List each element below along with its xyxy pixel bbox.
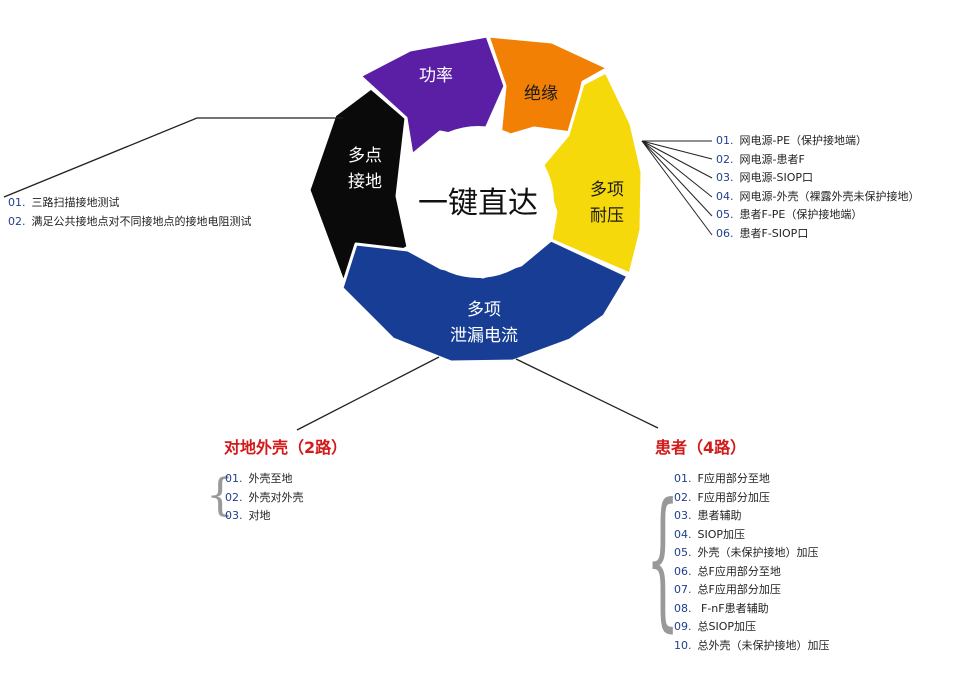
patient-item: 08. F-nF患者辅助 — [674, 600, 830, 619]
center-label: 一键直达 — [418, 186, 538, 221]
withstand-item-number: 02. — [716, 152, 734, 166]
patient-item-number: 06. — [674, 564, 692, 578]
enclosure-item-text: 外壳对外壳 — [248, 490, 304, 504]
connector-enclosure — [296, 356, 440, 431]
grounding-details-list: 01. 三路扫描接地测试 02. 满足公共接地点对不同接地点的接地电阻测试 — [8, 194, 252, 231]
segment-power-label: 功率 — [419, 66, 453, 86]
patient-item: 10. 总外壳（未保护接地）加压 — [674, 637, 830, 656]
patient-item-number: 05. — [674, 546, 692, 559]
enclosure-item: 01. 外壳至地 — [225, 470, 304, 489]
grounding-item-text: 三路扫描接地测试 — [31, 196, 120, 209]
withstand-item: 01. 网电源-PE（保护接地端） — [716, 132, 919, 151]
patient-item-number: 09. — [674, 620, 692, 633]
segment-leakage-label-2: 泄漏电流 — [450, 326, 518, 346]
patient-item-text: F应用部分至地 — [697, 472, 770, 485]
enclosure-item-text: 外壳至地 — [248, 472, 293, 485]
withstand-item-number: 06. — [716, 226, 734, 240]
withstand-item-number: 04. — [716, 189, 734, 203]
patient-item: 02. F应用部分加压 — [674, 489, 830, 508]
enclosure-item-text: 对地 — [248, 509, 271, 522]
segment-insulation-label: 绝缘 — [524, 84, 558, 104]
withstand-item-text: 网电源-PE（保护接地端） — [739, 134, 868, 147]
connector-grounding — [3, 117, 343, 198]
segment-leakage-label-1: 多项 — [467, 300, 501, 320]
withstand-details-list: 01. 网电源-PE（保护接地端） 02. 网电源-患者F 03. 网电源-SIOP口 04… — [716, 132, 919, 243]
patient-item-text: 外壳（未保护接地）加压 — [697, 546, 819, 559]
connector-patient — [515, 358, 659, 429]
withstand-item-text: 患者F-SIOP口 — [739, 226, 809, 240]
patient-item-number: 08. — [674, 601, 692, 615]
grounding-item-number: 01. — [8, 196, 26, 209]
patient-item-text: 患者辅助 — [697, 509, 742, 522]
segment-withstand-label-2: 耐压 — [590, 206, 624, 226]
patient-item-text: F-nF患者辅助 — [697, 601, 769, 615]
withstand-item: 02. 网电源-患者F — [716, 151, 919, 170]
patient-item-number: 03. — [674, 509, 692, 522]
patient-item-text: 总SIOP加压 — [697, 620, 757, 633]
grounding-item-text: 满足公共接地点对不同接地点的接地电阻测试 — [31, 214, 252, 228]
patient-heading: 患者（4路） — [655, 438, 747, 457]
grounding-item: 02. 满足公共接地点对不同接地点的接地电阻测试 — [8, 213, 252, 232]
withstand-item-number: 05. — [716, 208, 734, 221]
enclosure-item: 02. 外壳对外壳 — [225, 489, 304, 508]
patient-item: 01. F应用部分至地 — [674, 470, 830, 489]
patient-brace: { — [646, 472, 680, 646]
grounding-item-number: 02. — [8, 214, 26, 228]
patient-item-text: 总F应用部分至地 — [697, 564, 781, 578]
patient-item: 04. SIOP加压 — [674, 526, 830, 545]
patient-item: 07. 总F应用部分加压 — [674, 581, 830, 600]
enclosure-item: 03. 对地 — [225, 507, 304, 526]
segment-grounding-label-2: 接地 — [348, 172, 382, 192]
connector-fan-withstand — [641, 140, 713, 236]
center-circle — [402, 126, 554, 278]
patient-item: 06. 总F应用部分至地 — [674, 563, 830, 582]
enclosure-heading: 对地外壳（2路） — [224, 438, 348, 457]
patient-item: 05. 外壳（未保护接地）加压 — [674, 544, 830, 563]
enclosure-details-list: 01. 外壳至地 02. 外壳对外壳 03. 对地 — [225, 470, 304, 526]
patient-item-number: 02. — [674, 490, 692, 504]
patient-item: 03. 患者辅助 — [674, 507, 830, 526]
enclosure-item-number: 03. — [225, 509, 243, 522]
withstand-item-number: 01. — [716, 134, 734, 147]
withstand-item-text: 网电源-患者F — [739, 152, 805, 166]
grounding-item: 01. 三路扫描接地测试 — [8, 194, 252, 213]
patient-item-number: 01. — [674, 472, 692, 485]
patient-item: 09. 总SIOP加压 — [674, 618, 830, 637]
withstand-item-text: 网电源-SIOP口 — [739, 171, 814, 184]
enclosure-item-number: 01. — [225, 472, 243, 485]
withstand-item: 03. 网电源-SIOP口 — [716, 169, 919, 188]
segment-withstand-label-1: 多项 — [590, 180, 624, 200]
segment-grounding-label-1: 多点 — [348, 146, 382, 166]
enclosure-item-number: 02. — [225, 490, 243, 504]
patient-item-text: SIOP加压 — [697, 527, 746, 541]
patient-item-number: 04. — [674, 527, 692, 541]
withstand-item: 04. 网电源-外壳（裸露外壳未保护接地） — [716, 188, 919, 207]
withstand-item-number: 03. — [716, 171, 734, 184]
patient-details-list: 01. F应用部分至地 02. F应用部分加压 03. 患者辅助 04. SIOP加压 05. 外… — [674, 470, 830, 655]
withstand-item-text: 网电源-外壳（裸露外壳未保护接地） — [739, 189, 920, 203]
patient-item-text: 总F应用部分加压 — [697, 583, 781, 596]
withstand-item: 06. 患者F-SIOP口 — [716, 225, 919, 244]
withstand-item: 05. 患者F-PE（保护接地端） — [716, 206, 919, 225]
patient-item-number: 10. — [674, 638, 692, 652]
patient-item-number: 07. — [674, 583, 692, 596]
patient-item-text: F应用部分加压 — [697, 490, 770, 504]
enclosure-brace: { — [206, 470, 234, 521]
patient-item-text: 总外壳（未保护接地）加压 — [697, 638, 830, 652]
withstand-item-text: 患者F-PE（保护接地端） — [739, 208, 863, 221]
